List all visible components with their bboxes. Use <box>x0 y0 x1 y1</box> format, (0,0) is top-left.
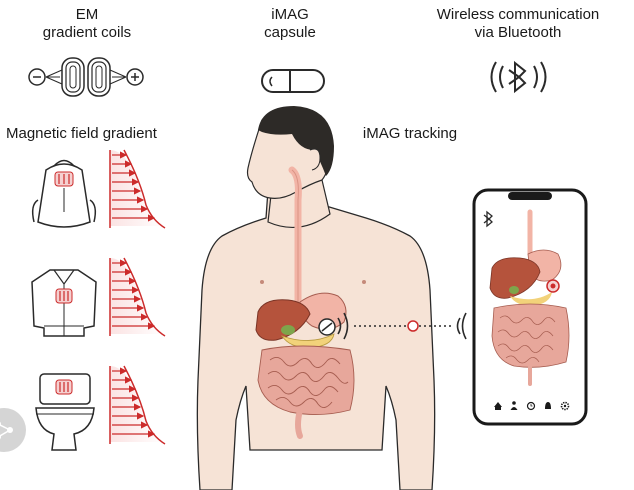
phone-nav-bar <box>494 401 570 411</box>
settings-icon <box>560 401 570 411</box>
field-gradient-panel-3 <box>109 365 166 445</box>
em-coils-label-line1: EM <box>75 6 99 23</box>
body-organs <box>255 292 355 439</box>
phone-bluetooth-icon <box>483 210 493 228</box>
human-figure <box>196 106 436 490</box>
em-coils-label-line2: gradient coils <box>42 24 132 41</box>
tracking-signal <box>337 312 467 340</box>
bluetooth-icon <box>490 60 547 94</box>
capsule-label-line2: capsule <box>264 24 316 41</box>
field-gradient-panel-1 <box>109 149 166 229</box>
capsule-in-body-icon <box>318 318 336 336</box>
wireless-label-line1: Wireless communication <box>436 6 600 23</box>
wireless-label: Wireless communication via Bluetooth <box>418 6 618 42</box>
em-coils-label: EM gradient coils <box>22 6 152 42</box>
magnetic-field-gradient-label: Magnetic field gradient <box>6 125 157 142</box>
capsule-label: iMAG capsule <box>225 6 355 42</box>
capsule-icon <box>261 69 325 93</box>
imag-tracking-label: iMAG tracking <box>362 125 458 142</box>
home-icon <box>494 402 502 410</box>
backpack-icon <box>31 159 97 228</box>
field-gradient-panel-2 <box>109 257 166 337</box>
coil-icon <box>28 57 144 97</box>
capsule-label-line1: iMAG <box>271 6 309 23</box>
smartphone-icon <box>472 188 588 426</box>
jacket-icon <box>31 269 97 337</box>
user-icon <box>510 401 518 410</box>
wireless-label-line2: via Bluetooth <box>474 24 562 41</box>
share-icon[interactable] <box>0 408 26 452</box>
clock-icon <box>526 401 536 411</box>
bell-icon <box>545 402 551 409</box>
toilet-icon <box>35 373 95 451</box>
